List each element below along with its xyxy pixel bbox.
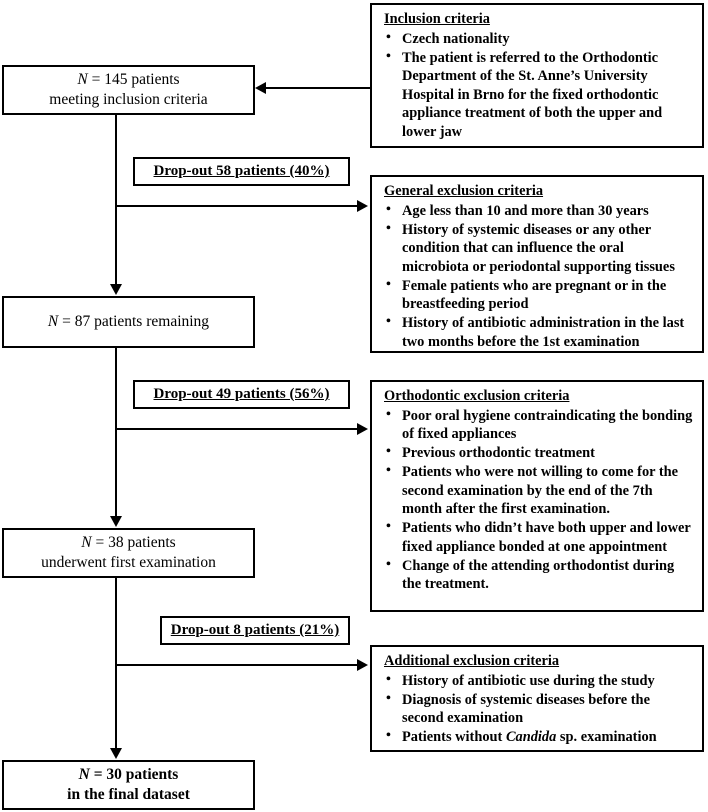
- connector-branch-1: [115, 205, 358, 207]
- n-symbol: N: [78, 766, 90, 784]
- criteria-item: Patients who didn’t have both upper and …: [382, 518, 694, 556]
- n-symbol: N: [81, 534, 92, 552]
- arrow-right-to-orthodontic-exclusion: [357, 423, 368, 435]
- arrow-right-to-general-exclusion: [357, 200, 368, 212]
- dropout-box-2: Drop-out 49 patients (56%): [133, 380, 350, 409]
- dropout-box-3: Drop-out 8 patients (21%): [160, 616, 350, 645]
- n-symbol: N: [77, 71, 88, 89]
- criteria-item: History of systemic diseases or any othe…: [382, 220, 694, 277]
- flow-box-n87: N = 87 patients remaining: [2, 296, 255, 348]
- criteria-item: The patient is referred to the Orthodont…: [382, 48, 694, 142]
- criteria-panel-additional-exclusion: Additional exclusion criteria History of…: [370, 645, 704, 752]
- criteria-list-additional-exclusion: History of antibiotic use during the stu…: [382, 671, 694, 747]
- criteria-item: Female patients who are pregnant or in t…: [382, 276, 694, 314]
- criteria-item-candida: Patients without Candida sp. examination: [382, 727, 694, 747]
- criteria-title-additional-exclusion: Additional exclusion criteria: [384, 653, 560, 669]
- flow-box-n145-line1: N = 145 patients: [77, 71, 180, 89]
- criteria-item: Poor oral hygiene contraindicating the b…: [382, 406, 694, 444]
- flow-box-n87-line1: N = 87 patients remaining: [47, 313, 210, 331]
- flow-box-n145: N = 145 patients meeting inclusion crite…: [2, 65, 255, 115]
- connector-branch-2: [115, 428, 358, 430]
- criteria-item: History of antibiotic use during the stu…: [382, 671, 694, 691]
- flow-box-n30-line2: in the final dataset: [67, 786, 190, 803]
- connector-branch-3: [115, 664, 358, 666]
- criteria-item: Diagnosis of systemic diseases before th…: [382, 690, 694, 728]
- dropout-label-2: Drop-out 49 patients (56%): [153, 386, 330, 402]
- candida-suffix: sp. examination: [556, 729, 657, 745]
- criteria-panel-inclusion: Inclusion criteria Czech nationality The…: [370, 3, 704, 148]
- arrow-down-to-n38: [110, 516, 122, 527]
- connector-trunk-1: [115, 115, 117, 285]
- arrow-left-to-n145: [255, 82, 266, 94]
- criteria-item: History of antibiotic administration in …: [382, 313, 694, 351]
- criteria-list-orthodontic-exclusion: Poor oral hygiene contraindicating the b…: [382, 406, 694, 594]
- connector-trunk-3: [115, 578, 117, 749]
- candida-prefix: Patients without: [402, 729, 506, 745]
- flow-box-n38-line2: underwent first examination: [41, 554, 216, 571]
- criteria-panel-orthodontic-exclusion: Orthodontic exclusion criteria Poor oral…: [370, 380, 704, 612]
- dropout-box-1: Drop-out 58 patients (40%): [133, 157, 350, 186]
- flow-box-n38: N = 38 patients underwent first examinat…: [2, 528, 255, 578]
- criteria-panel-general-exclusion: General exclusion criteria Age less than…: [370, 175, 704, 353]
- connector-inclusion-to-n145: [264, 87, 370, 89]
- criteria-list-general-exclusion: Age less than 10 and more than 30 years …: [382, 201, 694, 352]
- candida-genus: Candida: [505, 729, 557, 745]
- criteria-list-inclusion: Czech nationality The patient is referre…: [382, 29, 694, 142]
- flow-box-n145-line2: meeting inclusion criteria: [49, 91, 208, 108]
- flow-box-n38-line1: N = 38 patients: [81, 534, 176, 552]
- flow-box-n30-line1: N = 30 patients: [78, 766, 179, 784]
- dropout-label-3: Drop-out 8 patients (21%): [170, 622, 340, 638]
- criteria-item: Age less than 10 and more than 30 years: [382, 201, 694, 221]
- criteria-item: Previous orthodontic treatment: [382, 443, 694, 463]
- criteria-title-general-exclusion: General exclusion criteria: [384, 183, 544, 199]
- arrow-down-to-n30: [110, 748, 122, 759]
- n-symbol: N: [47, 313, 59, 331]
- dropout-label-1: Drop-out 58 patients (40%): [153, 163, 330, 179]
- arrow-right-to-additional-exclusion: [357, 659, 368, 671]
- criteria-title-orthodontic-exclusion: Orthodontic exclusion criteria: [384, 388, 570, 404]
- criteria-title-inclusion: Inclusion criteria: [384, 11, 490, 27]
- arrow-down-to-n87: [110, 284, 122, 295]
- criteria-item: Change of the attending orthodontist dur…: [382, 556, 694, 594]
- criteria-item: Czech nationality: [382, 29, 694, 49]
- flow-box-n30: N = 30 patients in the final dataset: [2, 760, 255, 810]
- connector-trunk-2: [115, 348, 117, 517]
- criteria-item: Patients who were not willing to come fo…: [382, 462, 694, 519]
